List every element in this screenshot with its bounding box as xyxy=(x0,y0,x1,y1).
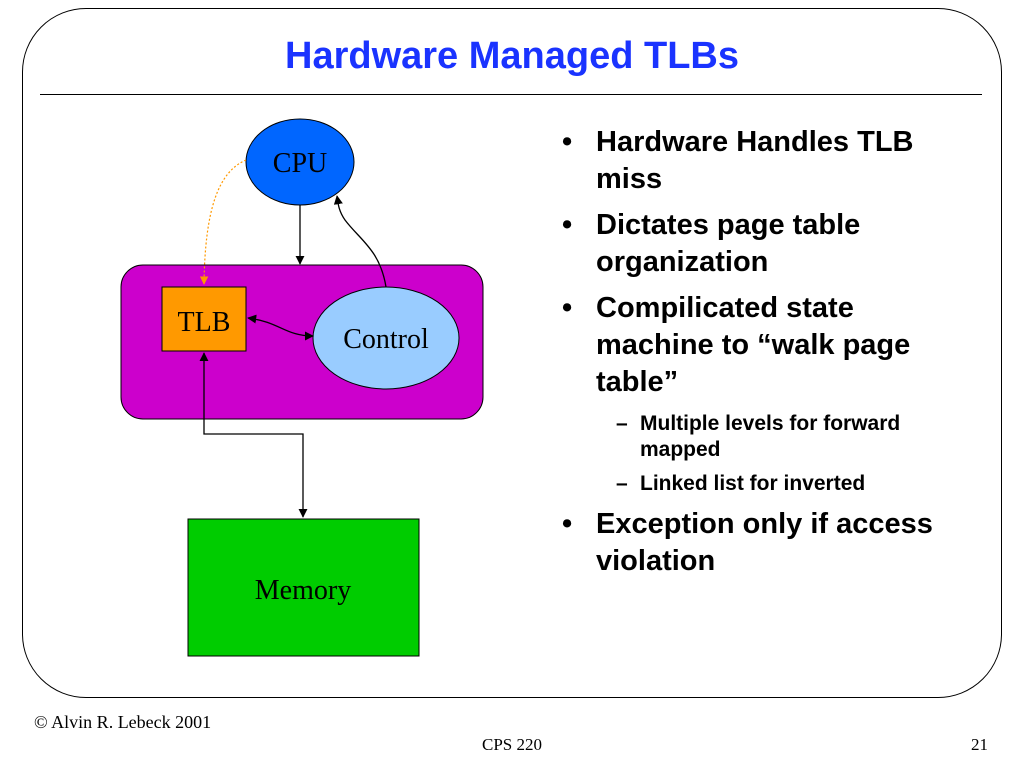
title-divider xyxy=(40,94,982,95)
tlb-node xyxy=(161,286,247,352)
footer-copyright: © Alvin R. Lebeck 2001 xyxy=(34,712,212,732)
bullet-text: Hardware Handles TLB miss xyxy=(596,126,914,195)
control-to-cpu-arrow xyxy=(333,195,387,288)
memory-node xyxy=(187,518,420,657)
sub-bullet-item: Linked list for inverted xyxy=(596,471,940,497)
memory-label: Memory xyxy=(255,575,351,606)
tlb-label: TLB xyxy=(178,307,231,338)
bullet-text: Compilicated state machine to “walk page… xyxy=(596,292,911,398)
footer-course: CPS 220 xyxy=(482,735,542,754)
slide-frame xyxy=(22,8,1002,698)
footer-page-number: 21 xyxy=(971,735,988,754)
sub-bullet-list: Multiple levels for forward mapped Linke… xyxy=(596,411,976,497)
cpu-label: CPU xyxy=(273,148,327,179)
cpu-to-tlb-dotted-arrow xyxy=(199,159,247,285)
slide-title: Hardware Managed TLBs xyxy=(285,35,739,77)
bullet-list: Hardware Handles TLB miss Dictates page … xyxy=(556,124,976,589)
bullet-item: Hardware Handles TLB miss xyxy=(556,124,976,198)
bullet-item: Dictates page table organization xyxy=(556,207,976,281)
bullet-item: Compilicated state machine to “walk page… xyxy=(556,290,976,497)
bullet-item: Exception only if access violation xyxy=(556,506,976,580)
bullet-text: Exception only if access violation xyxy=(596,508,933,577)
control-label: Control xyxy=(343,324,429,355)
bullet-text: Dictates page table organization xyxy=(596,209,861,278)
sub-bullet-item: Multiple levels for forward mapped xyxy=(596,411,940,463)
tlb-memory-arrow xyxy=(199,352,308,518)
tlb-control-double-arrow xyxy=(247,314,314,341)
